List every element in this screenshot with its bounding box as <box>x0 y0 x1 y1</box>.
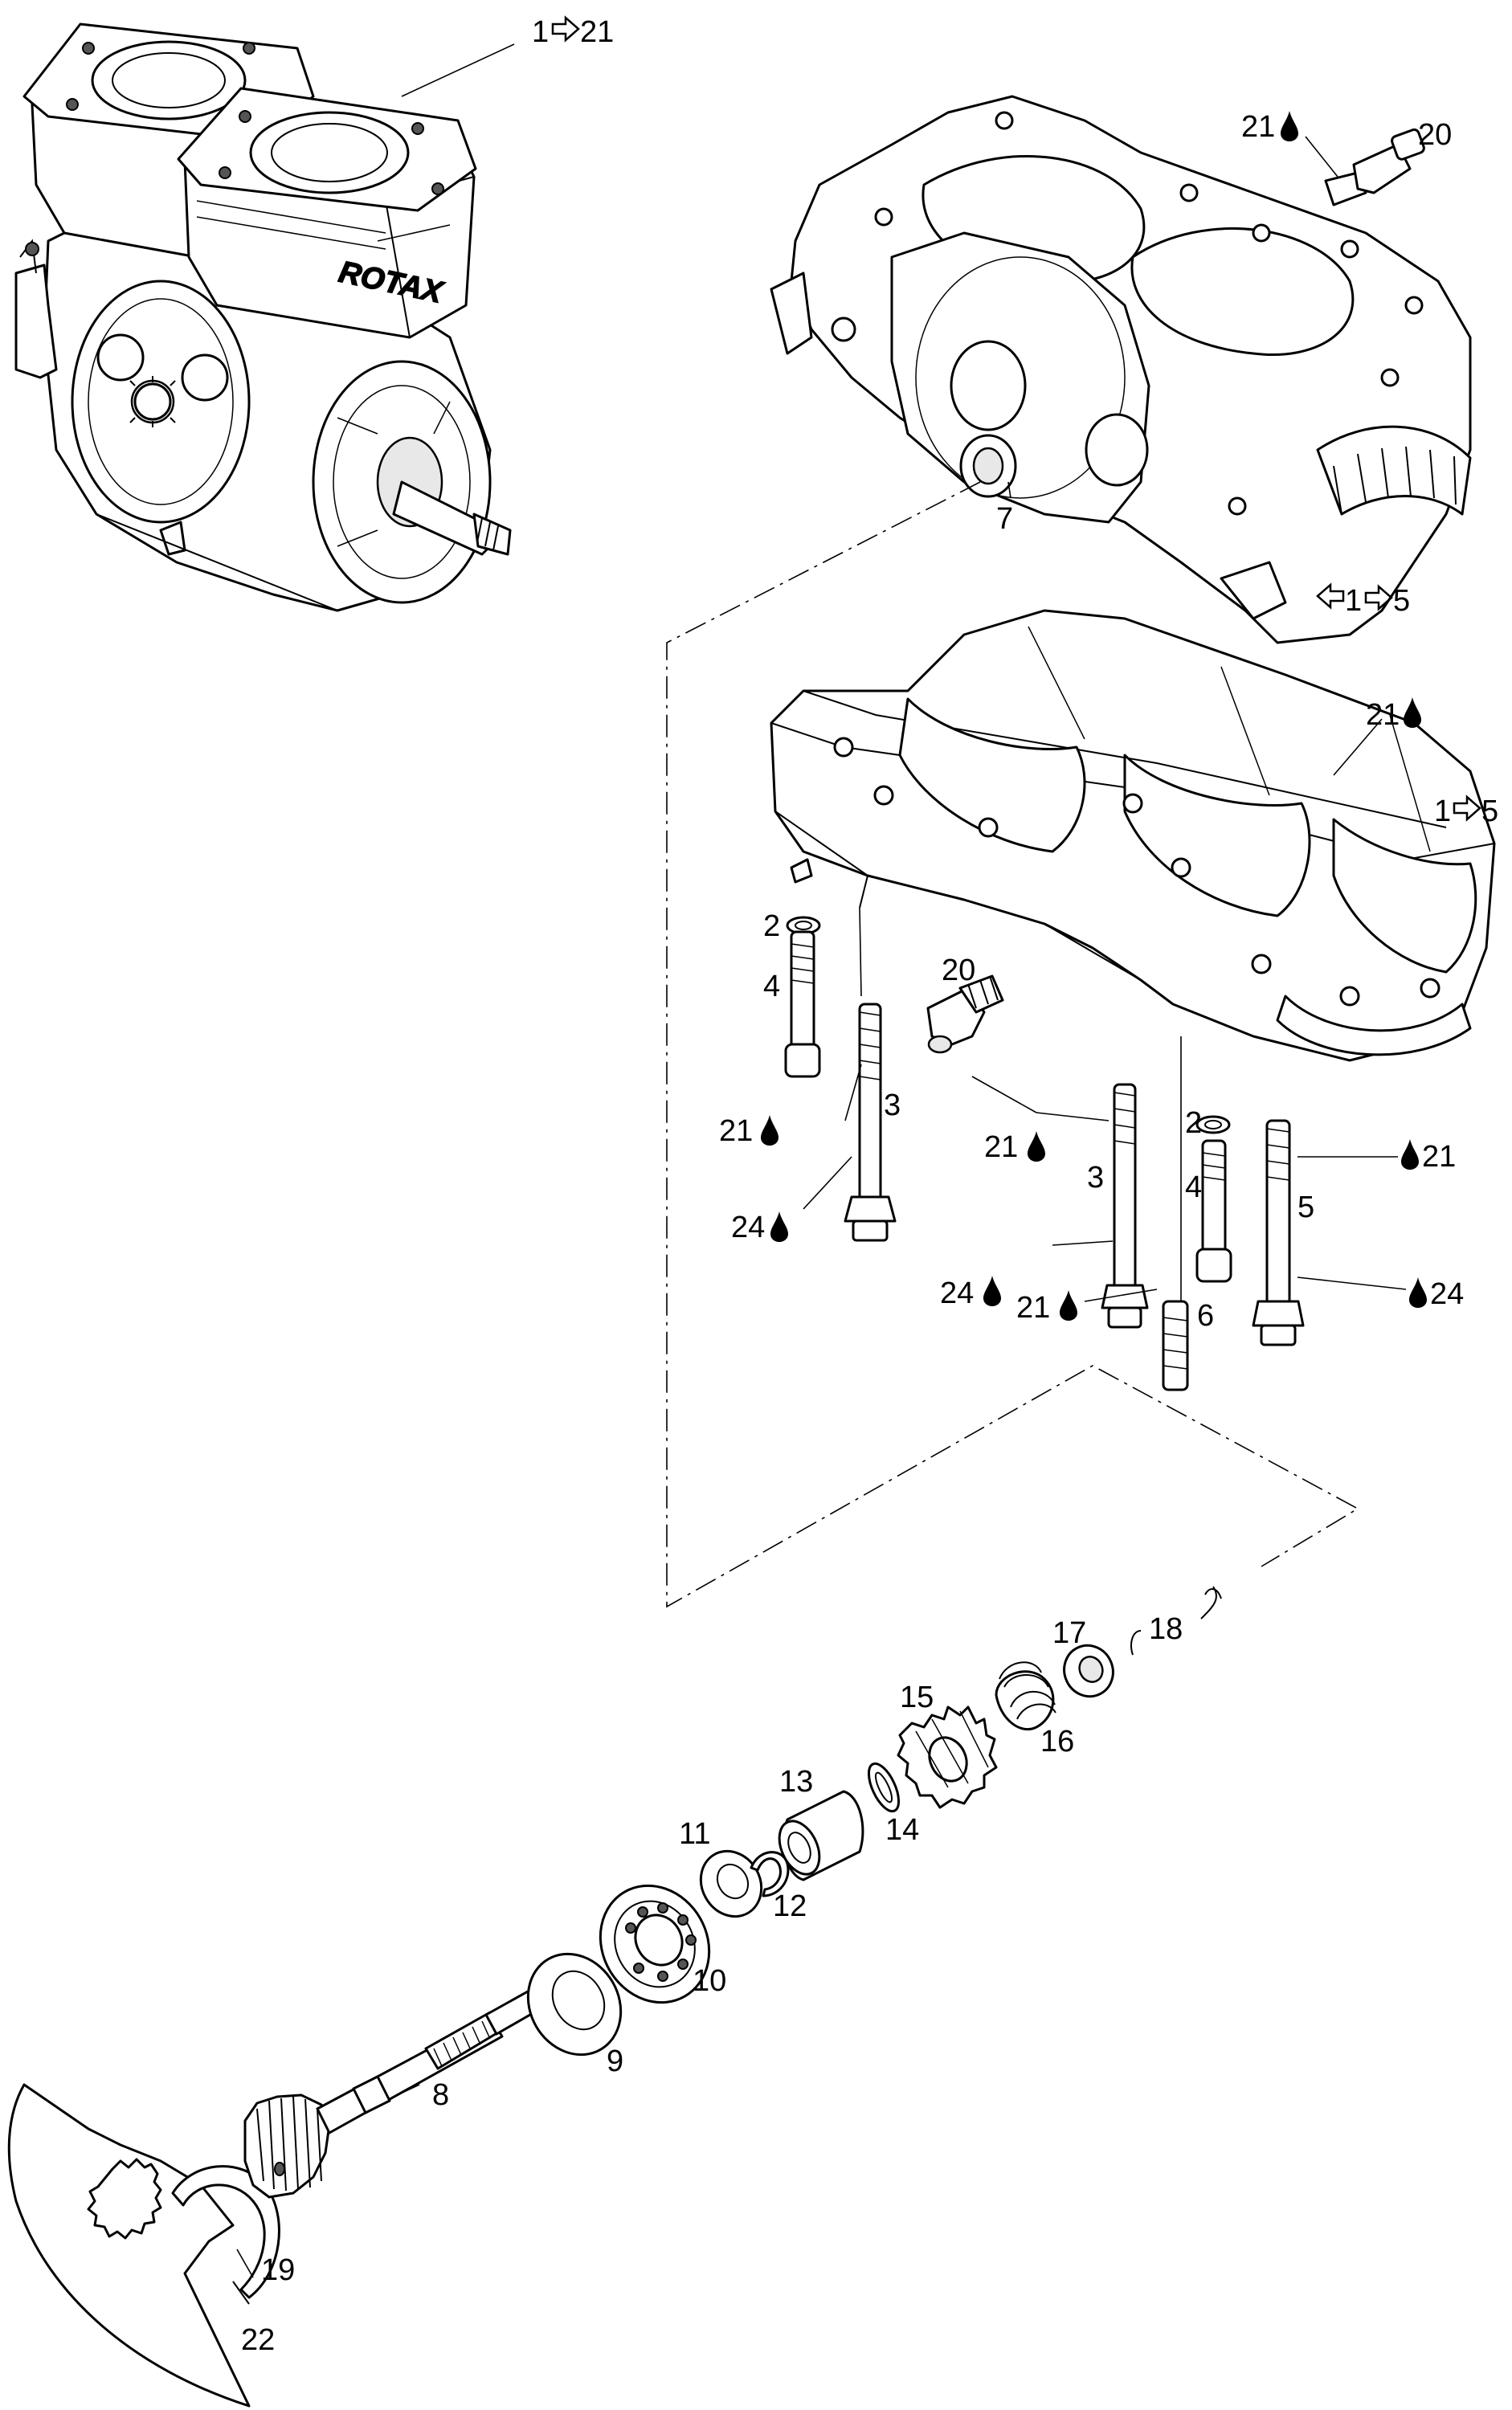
oil-drop-icon <box>1409 1277 1427 1308</box>
label-5: 5 <box>1297 1191 1314 1224</box>
oil-drop-icon <box>1281 111 1298 141</box>
arrow-icon <box>551 15 580 43</box>
arrow-icon <box>1364 584 1393 611</box>
shaft-leaders <box>236 2084 420 2278</box>
oil-drop-icon <box>1404 697 1421 728</box>
oil-drop-icon <box>1401 1139 1419 1170</box>
label-2-right: 2 <box>1185 1106 1202 1140</box>
label-1-5-right-start: 1 <box>1434 794 1451 828</box>
lower-crankcase-half <box>770 609 1496 1062</box>
label-11: 11 <box>679 1817 710 1851</box>
fastener-leaders <box>803 907 1407 1302</box>
shaft-gear-train <box>7 1586 1222 2408</box>
label-12: 12 <box>773 1889 807 1923</box>
leader-1-21 <box>401 43 515 97</box>
label-17: 17 <box>1052 1616 1086 1650</box>
label-3-left: 3 <box>884 1089 901 1122</box>
label-16: 16 <box>1040 1725 1074 1758</box>
oil-drop-icon <box>1060 1290 1077 1321</box>
label-2-left: 2 <box>763 909 780 943</box>
label-8: 8 <box>432 2078 449 2112</box>
label-13: 13 <box>779 1765 813 1799</box>
label-24-left: 24 <box>731 1211 765 1244</box>
oil-drop-icon <box>770 1211 788 1242</box>
label-22: 22 <box>241 2323 275 2357</box>
label-1-5-upper-end: 5 <box>1393 584 1410 618</box>
label-20-mid: 20 <box>942 954 975 987</box>
label-24-right: 24 <box>1430 1277 1464 1311</box>
label-14: 14 <box>885 1813 919 1847</box>
label-1-21-end: 21 <box>580 15 614 49</box>
fasteners <box>784 916 1305 1391</box>
label-4-left: 4 <box>763 970 780 1003</box>
label-9: 9 <box>607 2044 623 2078</box>
label-20-top: 20 <box>1418 118 1452 152</box>
upper-crankcase-half <box>770 95 1472 644</box>
label-21-mid: 21 <box>1366 698 1400 732</box>
label-21-left: 21 <box>719 1114 753 1148</box>
oil-drop-icon <box>761 1115 778 1146</box>
label-21-low: 21 <box>1016 1291 1050 1325</box>
label-19: 19 <box>261 2253 295 2287</box>
label-7: 7 <box>996 502 1013 536</box>
label-6: 6 <box>1197 1299 1214 1333</box>
arrow-icon <box>1453 794 1481 822</box>
label-21-center: 21 <box>984 1130 1018 1164</box>
engine-assembly: ROTAX <box>14 22 512 612</box>
label-1-21-start: 1 <box>532 15 549 49</box>
callout-labels: 1 21 21 20 7 1 5 21 1 5 2 4 20 21 3 24 2… <box>241 15 1498 2357</box>
arrow-icon <box>1316 582 1345 610</box>
label-1-5-upper-start: 1 <box>1345 584 1362 618</box>
oil-drop-icon <box>983 1276 1001 1306</box>
label-15: 15 <box>900 1681 934 1714</box>
label-21-top: 21 <box>1241 110 1275 144</box>
label-10: 10 <box>693 1964 726 1998</box>
assembly-boundary-line <box>666 481 1359 1608</box>
label-24-center: 24 <box>940 1276 974 1310</box>
label-3-right: 3 <box>1087 1161 1104 1195</box>
label-21-right: 21 <box>1422 1140 1456 1174</box>
oil-drop-icon <box>1028 1131 1045 1162</box>
label-1-5-right-end: 5 <box>1481 794 1498 828</box>
label-4-right: 4 <box>1185 1170 1202 1204</box>
label-18: 18 <box>1149 1612 1183 1646</box>
